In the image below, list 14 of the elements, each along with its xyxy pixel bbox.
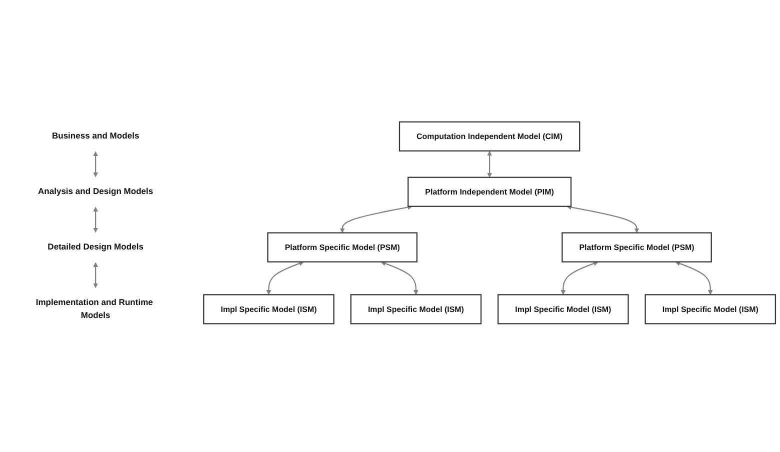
arrow bbox=[380, 261, 418, 295]
node-text: Detailed Design Models bbox=[48, 242, 144, 252]
arrow bbox=[266, 261, 304, 295]
arrow bbox=[93, 206, 98, 233]
arrow bbox=[566, 204, 640, 234]
node-text: Analysis and Design Models bbox=[38, 186, 154, 196]
arrow bbox=[93, 151, 98, 178]
node-text: Implementation and Runtime Models bbox=[36, 298, 153, 320]
arrow bbox=[340, 204, 413, 234]
arrow bbox=[675, 261, 713, 295]
node-text: Business and Models bbox=[52, 131, 140, 141]
arrow bbox=[93, 262, 98, 288]
arrow bbox=[487, 150, 492, 178]
arrow bbox=[560, 261, 598, 295]
